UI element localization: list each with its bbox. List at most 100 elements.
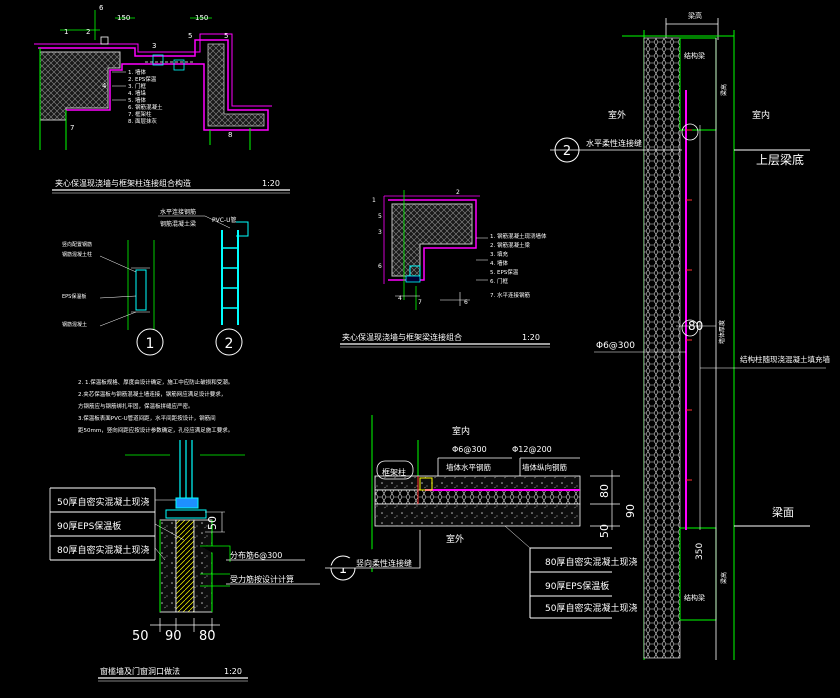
- tl-legend-item: 3. 门框: [128, 82, 146, 90]
- bl-scale: 1:20: [224, 667, 242, 676]
- tl-legend: 1. 墙体 2. EPS保温 3. 门框 4. 墙垛 5. 墙体 6. 钢筋混凝…: [128, 68, 163, 125]
- ml-top-label: 水平连接钢筋: [160, 208, 196, 216]
- mid-legend-item: 6. 门框: [490, 277, 508, 285]
- ml-note: 竖向配置钢筋: [62, 241, 92, 248]
- mid-legend-item: 5. EPS保温: [490, 268, 519, 276]
- tl-legend-item: 2. EPS保温: [128, 75, 157, 83]
- mid-legend-item: 3. 填充: [490, 250, 508, 258]
- bc-column: 框架柱: [382, 467, 406, 477]
- mid-scale: 1:20: [522, 333, 540, 342]
- bl-rebar-1: 分布筋6@300: [230, 550, 282, 560]
- rs-beam-face: 梁面: [772, 505, 794, 519]
- bc-detail: 室内 Φ6@300 Φ12@200 墙体水平钢筋 墙体纵向钢筋 框架柱 80 9…: [325, 415, 637, 619]
- tl-dim-6: 6: [99, 4, 104, 12]
- bc-dim-90: 90: [624, 504, 637, 518]
- tl-legend-item: 4. 墙垛: [128, 89, 146, 97]
- bc-room-in: 室内: [452, 425, 470, 437]
- mid-num: 7: [418, 299, 422, 306]
- bc-circle-num: 1: [339, 562, 347, 577]
- mid-legend-item: 7. 水平连接钢筋: [490, 291, 530, 299]
- bl-title: 窗槛墙及门窗洞口做法: [100, 666, 180, 676]
- tl-legend-item: 8. 面层抹灰: [128, 117, 157, 125]
- mid-legend-item: 4. 墙体: [490, 259, 508, 267]
- bc-dim-50: 50: [598, 524, 611, 538]
- rs-dim-350: 350: [695, 543, 705, 560]
- bc-label-b: 墙体纵向钢筋: [522, 462, 567, 472]
- rs-room-in: 室内: [752, 109, 770, 121]
- right-section: 梁高 结构梁 结构梁 梁高 梁高 室外 室内 上层梁底 2 水平柔性连接缝 80…: [550, 11, 830, 660]
- rs-room-out: 室外: [608, 109, 626, 121]
- ml-pvc-label: PVC-U管: [212, 216, 236, 224]
- tl-legend-item: 6. 钢筋混凝土: [128, 103, 163, 111]
- mid-legend-item: 1. 钢筋混凝土现浇墙体: [490, 232, 547, 240]
- note-line: 方钢筋应与钢筋绑扎牢固，保温板拼缝应严密。: [78, 402, 194, 410]
- tl-num-5a: 5: [188, 32, 192, 40]
- bl-detail: 50厚自密实混凝土现浇 90厚EPS保温板 80厚自密实混凝土现浇 分布筋6@3…: [49, 440, 320, 682]
- rs-beam-top: 结构梁: [684, 51, 705, 60]
- bc-label-a: 墙体水平钢筋: [446, 462, 491, 472]
- rs-rebar: Φ6@300: [596, 341, 635, 351]
- rs-wall-label: 墙体厚度: [718, 320, 726, 344]
- tl-legend-item: 1. 墙体: [128, 68, 146, 76]
- bl-label-2: 90厚EPS保温板: [57, 520, 121, 532]
- note-line: 3.保温板表面PVC-U管道间距，水平间距按设计，钢筋间: [78, 414, 216, 422]
- rs-top-dim: 梁高: [688, 11, 702, 20]
- tl-num-4: 4: [102, 82, 107, 90]
- bl-dim-80: 80: [199, 629, 216, 644]
- bl-label-1: 50厚自密实混凝土现浇: [57, 496, 149, 508]
- bl-label-3: 80厚自密实混凝土现浇: [57, 544, 149, 556]
- tl-num-5b: 5: [224, 32, 228, 40]
- bl-dim-50v: 50: [206, 516, 219, 530]
- mid-legend-item: 2. 钢筋混凝土梁: [490, 241, 530, 249]
- bc-room-out: 室外: [446, 533, 464, 545]
- rs-dim-80: 80: [688, 319, 703, 333]
- ml-circle-2: 2: [225, 336, 234, 352]
- tl-num-7: 7: [70, 124, 74, 132]
- bc-label-2: 90厚EPS保温板: [545, 580, 609, 592]
- ml-top-label2: 钢筋混凝土梁: [160, 220, 196, 228]
- rs-upper-beam: 上层梁底: [756, 152, 804, 167]
- ml-circle-1: 1: [146, 336, 155, 352]
- note-line: 2.夹芯保温板与钢筋混凝土墙连接，钢筋网应满足设计要求，: [78, 390, 226, 398]
- ml-note: EPS保温板: [62, 293, 86, 300]
- bl-dim-50: 50: [132, 629, 149, 644]
- mid-num: 1: [372, 197, 376, 204]
- rs-beam-top-side: 梁高: [720, 84, 728, 96]
- bl-dim-90: 90: [165, 629, 182, 644]
- tl-num-8: 8: [228, 131, 232, 139]
- rs-circle-num: 2: [563, 144, 571, 159]
- tl-scale: 1:20: [262, 179, 280, 188]
- bc-rebar-a: Φ6@300: [452, 445, 487, 454]
- mid-num: 4: [398, 295, 402, 302]
- tl-legend-item: 7. 框架柱: [128, 110, 152, 118]
- mid-title: 夹心保温现浇墙与框架梁连接组合: [342, 332, 462, 342]
- bc-rebar-b: Φ12@200: [512, 445, 552, 454]
- general-notes: 2. 1.保温板规格、厚度由设计确定，施工中应防止破损和受潮。 2.夹芯保温板与…: [78, 378, 233, 434]
- rs-callout: 水平柔性连接缝: [586, 138, 642, 148]
- bc-callout: 竖向柔性连接缝: [356, 558, 412, 568]
- note-line: 2. 1.保温板规格、厚度由设计确定，施工中应防止破损和受潮。: [78, 378, 233, 386]
- tl-title: 夹心保温现浇墙与框架柱连接组合构造: [55, 178, 191, 188]
- bc-dim-80: 80: [598, 484, 611, 498]
- tl-num-2: 2: [86, 28, 90, 36]
- bc-label-1: 80厚自密实混凝土现浇: [545, 556, 637, 568]
- rs-right-label: 结构柱随现浇混凝土填充墙: [740, 354, 830, 364]
- tl-dim-150a: 150: [117, 14, 130, 22]
- tl-num-3: 3: [152, 42, 156, 50]
- tl-num-1: 1: [64, 28, 68, 36]
- tl-dim-150b: 150: [195, 14, 208, 22]
- rs-beam-bottom: 结构梁: [684, 593, 705, 602]
- mid-num: 6: [464, 299, 468, 306]
- mid-left-details: 水平连接钢筋 钢筋混凝土梁 PVC-U管 竖向配置钢筋 钢筋混凝土柱 EPS保温…: [62, 208, 249, 356]
- mid-num: 2: [456, 189, 460, 196]
- mid-detail: 2 1 5 3 6 4 7 6 1. 钢筋混凝土现浇墙体 2. 钢筋混凝土梁 3…: [340, 189, 550, 348]
- rs-beam-bottom-side: 梁高: [720, 572, 728, 584]
- note-line: 距50mm，竖向间距应按设计参数确定，孔径应满足施工要求。: [78, 426, 233, 434]
- ml-note: 钢筋混凝土柱: [62, 251, 92, 258]
- bc-label-3: 50厚自密实混凝土现浇: [545, 602, 637, 614]
- mid-num: 6: [378, 263, 382, 270]
- bl-rebar-2: 受力筋按设计计算: [230, 574, 294, 584]
- ml-note: 钢筋混凝土: [62, 321, 87, 328]
- mid-num: 5: [378, 213, 382, 220]
